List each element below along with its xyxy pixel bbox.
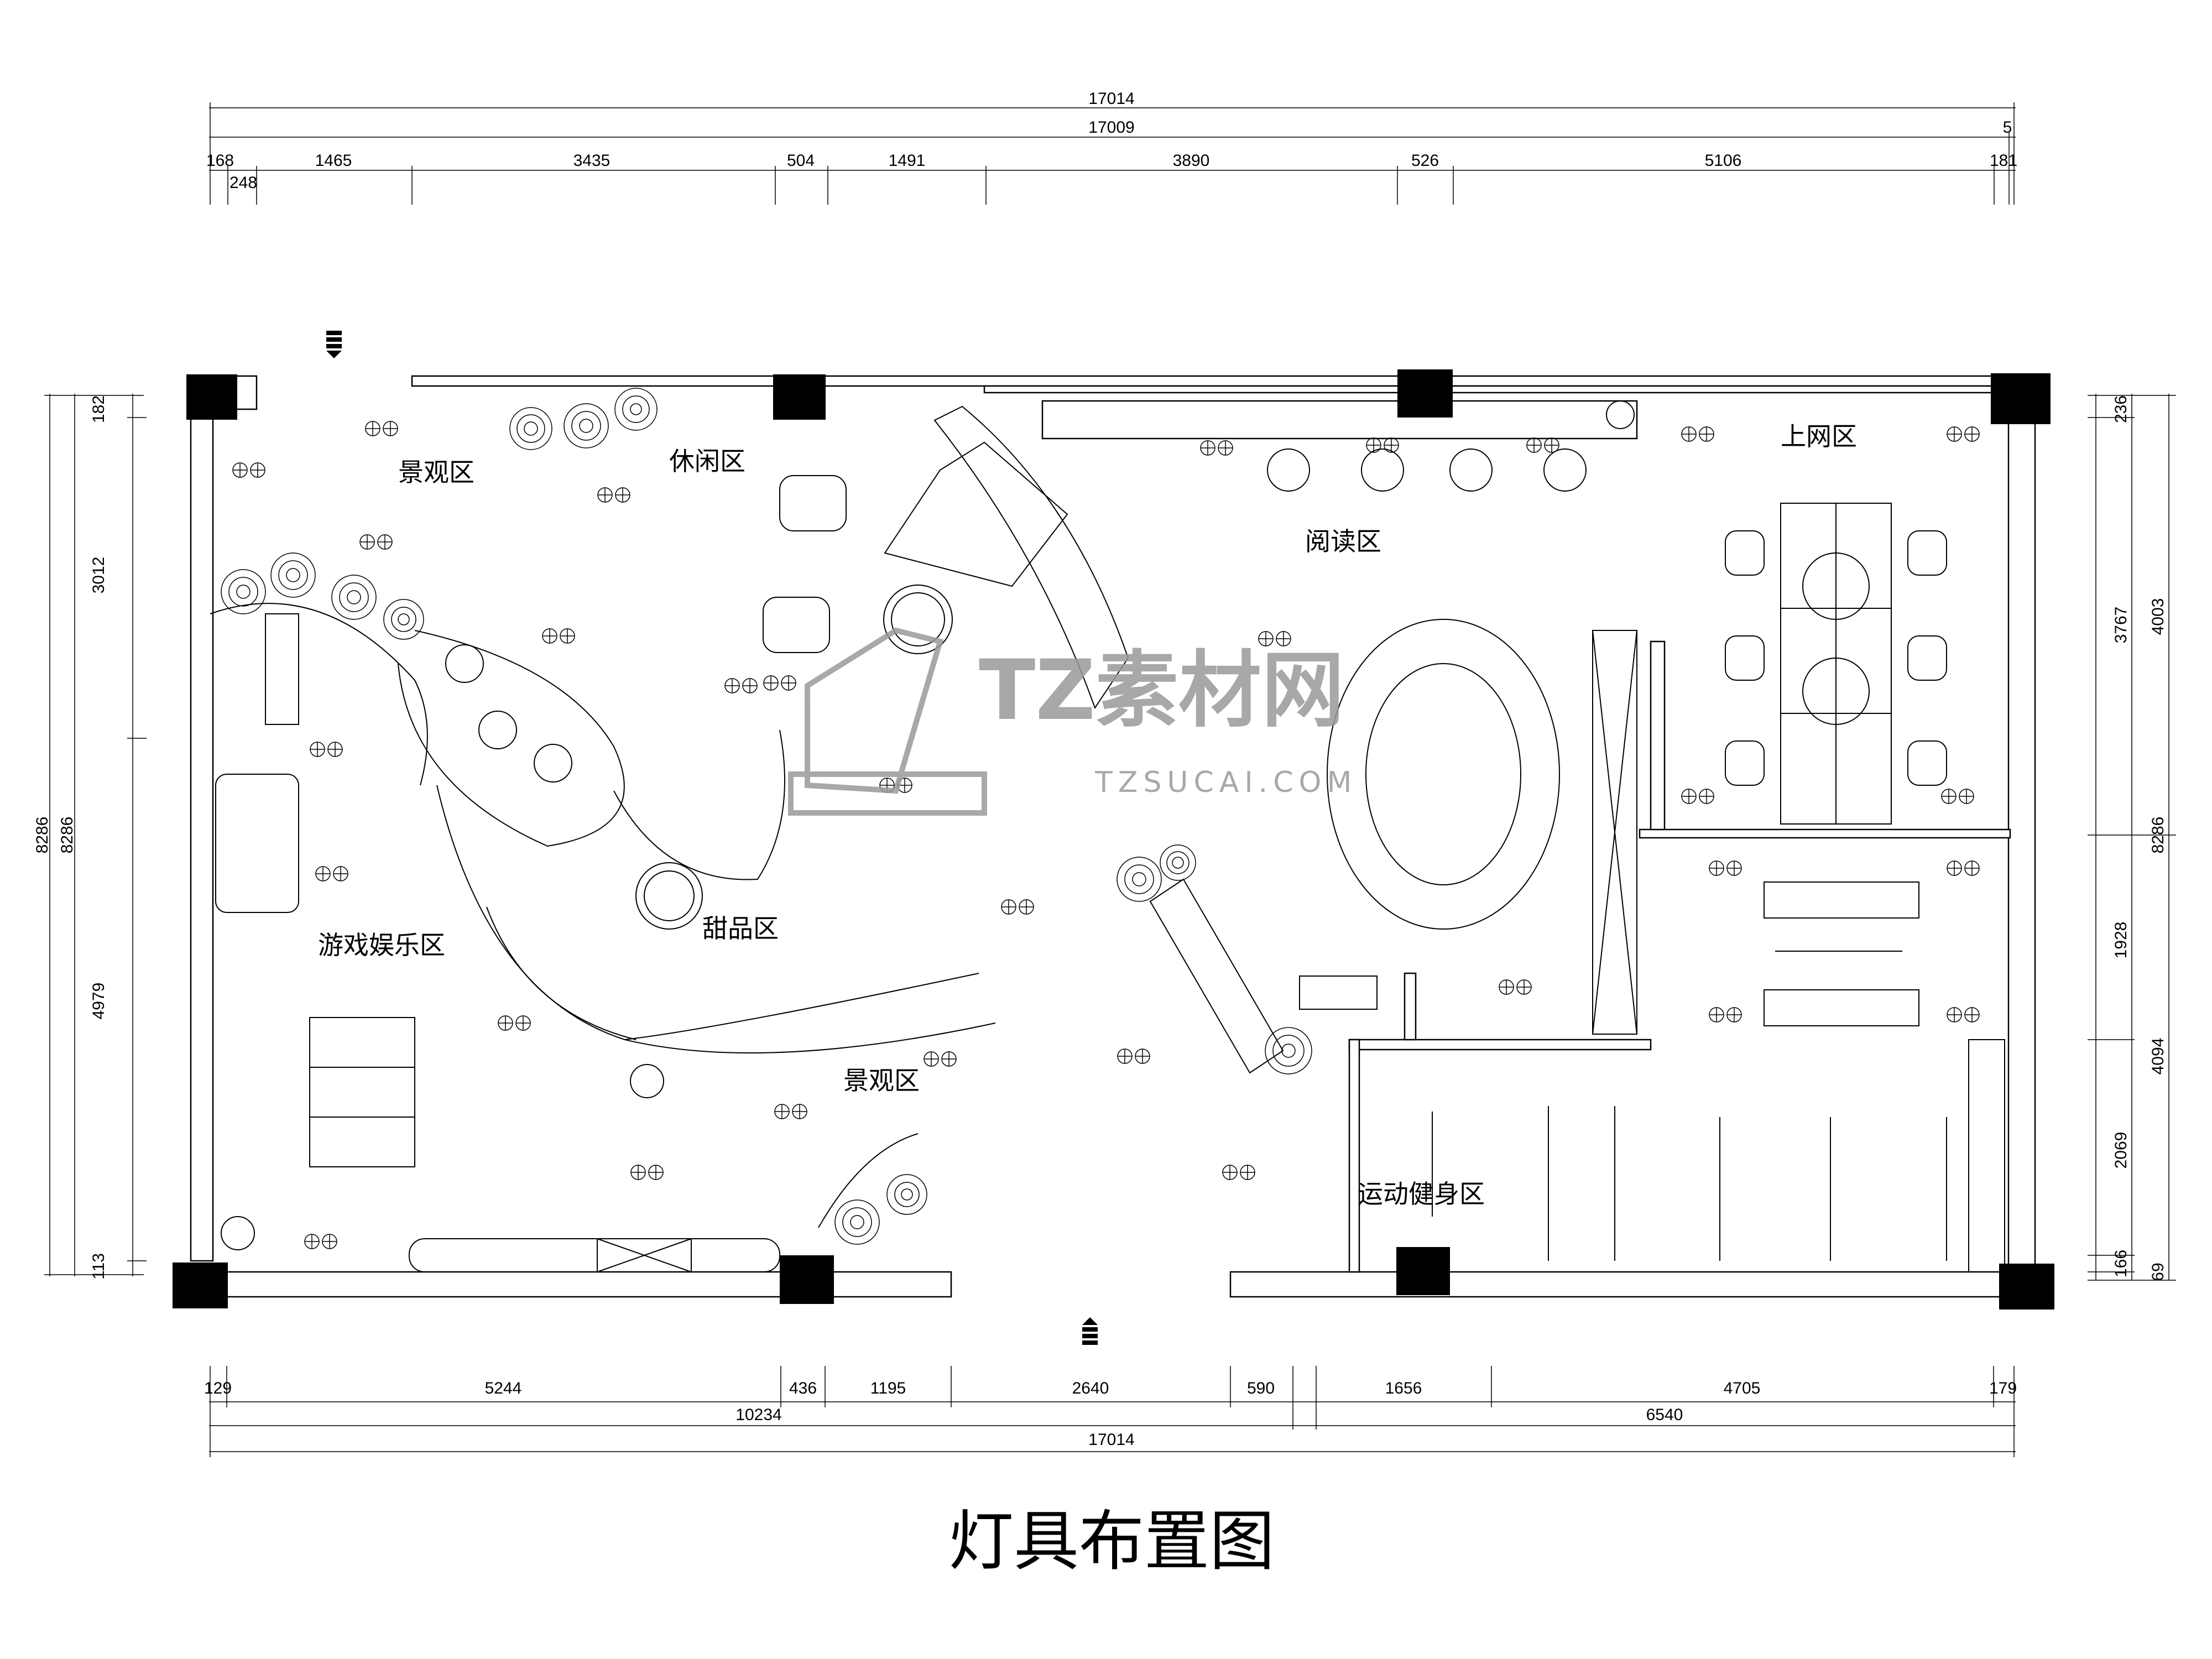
room-label-leisure: 休闲区 bbox=[669, 446, 745, 476]
dim-top-seg: 181 bbox=[1990, 152, 2017, 170]
dim-right-seg: 236 bbox=[2112, 395, 2130, 423]
downlight-icon bbox=[763, 675, 796, 691]
dim-bottom-subtotal: 10234 bbox=[735, 1406, 781, 1424]
walls bbox=[190, 375, 2036, 1298]
dim-top-total-2: 17009 bbox=[1088, 118, 1134, 137]
watermark-brand: TZ素材网 bbox=[979, 643, 1344, 739]
dim-right-seg: 166 bbox=[2112, 1250, 2130, 1277]
dim-right-seg: 69 bbox=[2149, 1262, 2167, 1281]
watermark-url: TZSUCAI.COM bbox=[1094, 766, 1357, 799]
dim-bottom-seg: 179 bbox=[1989, 1379, 2017, 1397]
downlight-icon bbox=[1222, 1165, 1255, 1180]
downlight-icon bbox=[1001, 899, 1034, 915]
dim-top-small: 5 bbox=[2003, 118, 2012, 137]
downlight-icon bbox=[724, 678, 758, 693]
dim-right-seg: 1928 bbox=[2112, 922, 2130, 959]
downlight-icon bbox=[924, 1051, 957, 1067]
downlight-icon bbox=[774, 1104, 807, 1119]
downlight-icon bbox=[365, 421, 398, 436]
dim-bottom-seg: 1656 bbox=[1385, 1379, 1422, 1397]
downlight-icon bbox=[1200, 440, 1233, 456]
room-labels: 景观区 休闲区 阅读区 上网区 游戏娱乐区 甜品区 景观区 运动健身区 bbox=[318, 421, 1857, 1209]
dim-right-seg: 4094 bbox=[2149, 1038, 2167, 1075]
dim-right-seg: 2069 bbox=[2112, 1132, 2130, 1169]
dim-right-seg: 4003 bbox=[2149, 598, 2167, 635]
dim-left-seg: 3012 bbox=[90, 557, 108, 594]
downlight-icon bbox=[1947, 426, 1980, 442]
columns bbox=[173, 369, 2054, 1310]
room-label-reading: 阅读区 bbox=[1305, 526, 1381, 556]
entrance-arrow-icon bbox=[326, 331, 1098, 1345]
dim-right-total: 8286 bbox=[2149, 817, 2167, 854]
bottom-dimensions: 129 5244 436 1195 2640 590 1656 4705 179… bbox=[204, 1366, 2017, 1457]
watermark: TZ素材网 TZSUCAI.COM bbox=[788, 627, 1357, 816]
room-label-fitness: 运动健身区 bbox=[1358, 1179, 1485, 1209]
dim-top-seg: 504 bbox=[787, 152, 815, 170]
downlight-icon bbox=[359, 534, 393, 550]
downlight-icon bbox=[232, 462, 265, 478]
dim-top-seg: 5106 bbox=[1705, 152, 1742, 170]
dim-top-seg: 168 bbox=[206, 152, 234, 170]
dim-top-seg: 1465 bbox=[315, 152, 352, 170]
downlight-icon bbox=[310, 742, 343, 757]
dim-bottom-seg: 590 bbox=[1247, 1379, 1275, 1397]
downlight-icon bbox=[1941, 789, 1974, 804]
dim-bottom-seg: 1195 bbox=[870, 1379, 906, 1397]
downlight-icon bbox=[315, 866, 348, 881]
dim-top-seg: 3435 bbox=[573, 152, 611, 170]
dim-top-seg: 3890 bbox=[1173, 152, 1210, 170]
room-label-games: 游戏娱乐区 bbox=[318, 930, 445, 960]
room-label-internet: 上网区 bbox=[1781, 421, 1857, 451]
room-label-landscape-top: 景观区 bbox=[398, 457, 474, 487]
downlight-icon bbox=[630, 1165, 664, 1180]
dim-bottom-seg: 129 bbox=[204, 1379, 232, 1397]
room-label-landscape-bottom: 景观区 bbox=[843, 1066, 920, 1095]
downlight-icon bbox=[304, 1234, 337, 1249]
dim-left-seg: 4979 bbox=[90, 983, 108, 1020]
downlight-icon bbox=[1947, 860, 1980, 876]
downlight-icon bbox=[1709, 860, 1742, 876]
downlight-icon bbox=[1709, 1007, 1742, 1022]
dim-right-seg: 3767 bbox=[2112, 607, 2130, 644]
dim-bottom-seg: 2640 bbox=[1072, 1379, 1109, 1397]
downlight-icon bbox=[1366, 437, 1399, 453]
left-dimensions: 8286 8286 182 3012 4979 113 bbox=[33, 394, 147, 1280]
dim-bottom-seg: 4705 bbox=[1724, 1379, 1761, 1397]
light-fixtures bbox=[232, 421, 1980, 1249]
drawing-title: 灯具布置图 bbox=[948, 1503, 1275, 1579]
downlight-icon bbox=[1526, 437, 1559, 453]
downlight-icon bbox=[1681, 789, 1714, 804]
downlight-icon bbox=[542, 628, 575, 644]
dim-top-seg: 248 bbox=[229, 174, 257, 192]
furniture bbox=[210, 400, 2005, 1272]
dim-bottom-seg: 436 bbox=[789, 1379, 817, 1397]
dim-left-total: 8286 bbox=[33, 817, 51, 854]
downlight-icon bbox=[1499, 979, 1532, 995]
dim-left-seg: 113 bbox=[90, 1253, 108, 1280]
dim-left-seg: 182 bbox=[90, 395, 108, 423]
dim-bottom-subtotal: 6540 bbox=[1646, 1406, 1683, 1424]
dim-top-seg: 526 bbox=[1411, 152, 1439, 170]
top-dimensions: 17014 17009 5 168 248 1465 3435 504 1491… bbox=[206, 90, 2017, 205]
downlight-icon bbox=[1117, 1048, 1150, 1064]
room-label-dessert: 甜品区 bbox=[702, 914, 779, 943]
dim-top-seg: 1491 bbox=[889, 152, 926, 170]
dim-left-total: 8286 bbox=[58, 817, 76, 854]
dim-bottom-total: 17014 bbox=[1088, 1431, 1134, 1449]
downlight-icon bbox=[498, 1015, 531, 1031]
right-dimensions: 236 3767 4003 1928 4094 2069 166 69 8286 bbox=[2088, 394, 2176, 1281]
downlight-icon bbox=[1947, 1007, 1980, 1022]
plant-icon bbox=[221, 388, 1312, 1245]
dim-top-total-1: 17014 bbox=[1088, 90, 1134, 108]
dim-bottom-seg: 5244 bbox=[485, 1379, 522, 1397]
downlight-icon bbox=[1681, 426, 1714, 442]
watermark-logo-icon bbox=[788, 627, 987, 816]
downlight-icon bbox=[597, 487, 630, 503]
downlight-icon bbox=[1258, 631, 1291, 646]
